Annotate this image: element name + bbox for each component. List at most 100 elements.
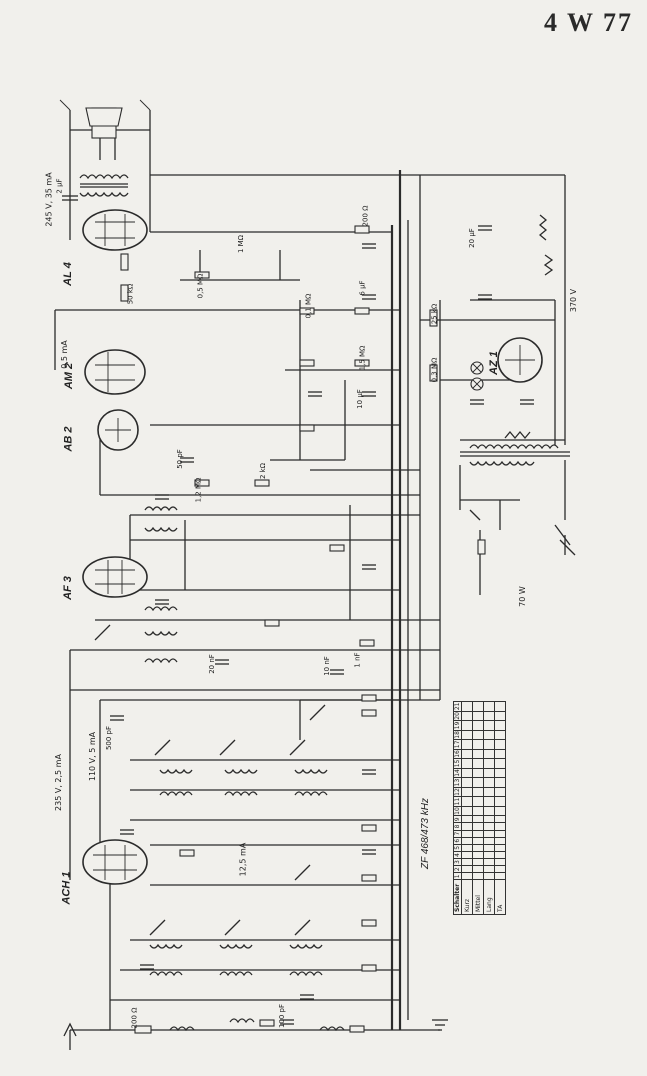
switch-table-cell bbox=[494, 787, 506, 797]
tube-label-ach1: ACH 1 bbox=[60, 871, 73, 905]
tube-ab2 bbox=[97, 409, 139, 451]
switch-table-column-header: 19 bbox=[453, 720, 462, 731]
switch-table-cell bbox=[494, 711, 506, 721]
component-label: 0,3 MΩ bbox=[430, 357, 439, 383]
switch-table-cell bbox=[461, 777, 473, 788]
switch-table-cell bbox=[483, 830, 495, 838]
component-label: 1,5 MΩ bbox=[358, 345, 367, 371]
voltage-label-hv: 370 V bbox=[569, 288, 579, 313]
switch-table-cell bbox=[472, 865, 484, 873]
switch-table-cell bbox=[461, 830, 473, 838]
switch-table-cell bbox=[483, 768, 495, 778]
switch-table-cell bbox=[472, 851, 484, 859]
switch-table-cell bbox=[461, 758, 473, 769]
switch-table-column-header: 3 bbox=[453, 858, 462, 866]
component-label: 1,2 MΩ bbox=[194, 477, 203, 503]
switch-table-cell bbox=[461, 749, 473, 759]
component-label: 0,5 MΩ bbox=[196, 273, 205, 299]
switch-table-cell bbox=[472, 822, 484, 831]
switch-table-cell bbox=[472, 796, 484, 807]
component-label: 1 nF bbox=[353, 652, 362, 668]
switch-table-cell bbox=[494, 872, 506, 880]
switch-table-cell bbox=[461, 844, 473, 852]
switch-table-cell bbox=[472, 777, 484, 788]
component-label: 2 μF bbox=[55, 178, 64, 194]
component-label: 200 Ω bbox=[130, 1007, 139, 1029]
switch-table-column-header: 1 bbox=[453, 872, 462, 880]
switch-table-cell bbox=[461, 865, 473, 873]
switch-table-column-header: 9 bbox=[453, 815, 462, 823]
switch-table-cell bbox=[472, 872, 484, 880]
switch-table-cell bbox=[461, 851, 473, 859]
switch-table-cell bbox=[494, 739, 506, 750]
switch-table-column-header: 5 bbox=[453, 844, 462, 852]
switch-table-cell bbox=[494, 749, 506, 759]
switch-table-cell bbox=[461, 720, 473, 731]
switch-table-cell bbox=[494, 858, 506, 866]
switch-table-cell bbox=[472, 837, 484, 845]
power-label: 70 W bbox=[517, 586, 527, 607]
component-label: 1 MΩ bbox=[237, 234, 246, 254]
switch-table-column-header: 15 bbox=[453, 758, 462, 769]
switch-table-cell bbox=[461, 796, 473, 807]
component-label: 10 μF bbox=[355, 389, 364, 409]
switch-table-column-header: 12 bbox=[453, 787, 462, 797]
tube-al4 bbox=[82, 209, 148, 251]
if-frequency-label: ZF 468/473 kHz bbox=[419, 798, 431, 869]
switch-table-cell bbox=[461, 768, 473, 778]
switch-table-column-header: 4 bbox=[453, 851, 462, 859]
component-label: 20 nF bbox=[207, 654, 216, 674]
switch-table-cell bbox=[494, 768, 506, 778]
switch-table-column-header: 18 bbox=[453, 730, 462, 740]
switch-table-column-header: 17 bbox=[453, 739, 462, 750]
current-label-osc: 12,5 mA bbox=[238, 842, 248, 877]
switch-table-row: TA bbox=[494, 701, 506, 915]
wirewound-resistors bbox=[504, 214, 554, 440]
switch-table-cell bbox=[494, 720, 506, 731]
switch-table-cell bbox=[494, 822, 506, 831]
switch-table-column-header: 11 bbox=[453, 796, 462, 807]
switch-table-row: Mittel bbox=[472, 701, 484, 915]
switch-table-cell bbox=[483, 711, 495, 721]
switch-table-column-header: 14 bbox=[453, 768, 462, 778]
switch-table-cell bbox=[483, 844, 495, 852]
switch-table-cell bbox=[472, 720, 484, 731]
switch-table-cell bbox=[472, 806, 484, 816]
switch-table-cell bbox=[483, 837, 495, 845]
coil-group bbox=[144, 506, 345, 1032]
component-label: 100 pF bbox=[278, 1003, 287, 1029]
tube-label-az1: AZ 1 bbox=[487, 351, 500, 375]
switch-table-column-header: 20 bbox=[453, 711, 462, 721]
switch-table-cell bbox=[494, 815, 506, 823]
switch-table-column-header: 2 bbox=[453, 865, 462, 873]
component-label: 0,1 MΩ bbox=[304, 293, 313, 319]
switch-table-cell bbox=[483, 872, 495, 880]
switch-table-row-label: Kurz bbox=[461, 879, 473, 915]
component-label: 20 μF bbox=[467, 228, 476, 248]
switch-table-cell bbox=[472, 758, 484, 769]
switch-table-cell bbox=[494, 830, 506, 838]
switch-table-cell bbox=[472, 749, 484, 759]
component-label: 25 kΩ bbox=[430, 303, 439, 325]
switch-table-header: Schalter bbox=[453, 879, 462, 915]
switch-table-cell bbox=[483, 749, 495, 759]
switch-table-cell bbox=[483, 730, 495, 740]
voltage-label-am2: 0,5 mA bbox=[59, 340, 69, 369]
output-transformer bbox=[79, 174, 129, 197]
switch-table-cell bbox=[494, 796, 506, 807]
switch-table-cell bbox=[483, 739, 495, 750]
switch-table-cell bbox=[472, 858, 484, 866]
component-label: 50 pF bbox=[175, 449, 184, 469]
tube-az1 bbox=[497, 337, 543, 383]
switch-table-cell bbox=[483, 822, 495, 831]
switch-table-cell bbox=[483, 720, 495, 731]
antenna-icon bbox=[63, 1022, 77, 1050]
tube-am2 bbox=[84, 349, 146, 395]
switch-table-cell bbox=[461, 822, 473, 831]
switch-table-cell bbox=[472, 711, 484, 721]
switch-table-cell bbox=[483, 777, 495, 788]
switch-table-cell bbox=[472, 815, 484, 823]
switch-table-column-header: 8 bbox=[453, 822, 462, 831]
